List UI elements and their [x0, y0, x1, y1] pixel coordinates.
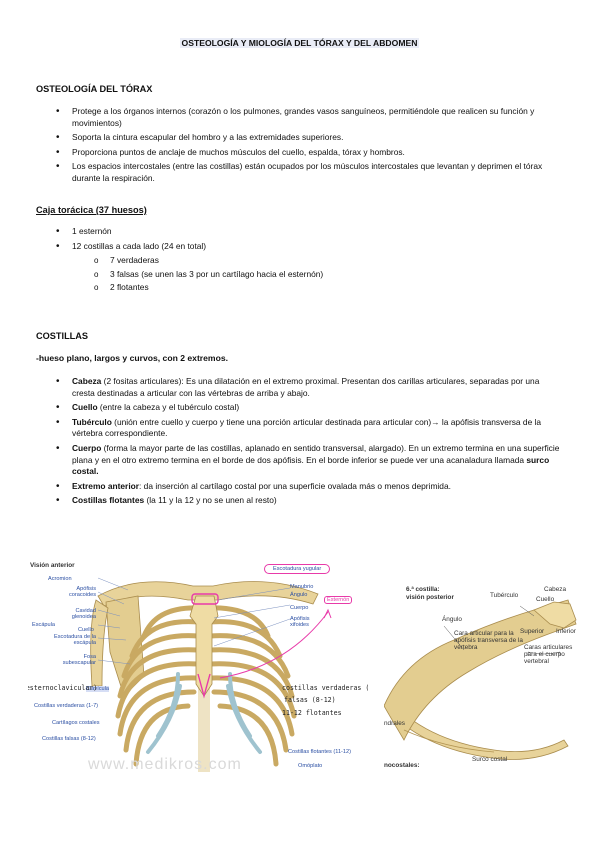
thorax-anterior-figure: Visión anterior Acromion Apófisis coraco… [28, 556, 368, 772]
rib-cage-illustration [90, 577, 332, 772]
list-item: Los espacios intercostales (entre las co… [56, 161, 561, 184]
label-acromion: Acromion [48, 576, 72, 582]
label-esternon: Esternón [324, 596, 353, 604]
label-omoplato: Omóplato [298, 763, 323, 769]
list-item: Cuerpo (forma la mayor parte de las cost… [56, 443, 561, 478]
list-item: Protege a los órganos internos (corazón … [56, 106, 561, 129]
label-cavidad-glenoidea: Cavidad glenoidea [71, 608, 96, 620]
label-surco-costal: Surco costal [472, 756, 508, 763]
label-escapula: Escápula [32, 622, 56, 628]
label-tuberculo: Tubérculo [490, 592, 519, 599]
label-fosa-subescapular: Fosa subescapular [62, 654, 96, 666]
list-item: Tubérculo (unión entre cuello y cuerpo y… [56, 417, 561, 440]
figure2-heading-line1: 6.ª costilla: [406, 586, 440, 593]
label-costillas-verdaderas: Costillas verdaderas (1-7) [34, 703, 99, 709]
sub-list-item: 7 verdaderas [94, 255, 561, 267]
list-item: Proporciona puntos de anclaje de muchos … [56, 147, 561, 159]
list-item: Cuello (entre la cabeza y el tubérculo c… [56, 402, 561, 414]
label-inferior: Inferior [556, 628, 576, 635]
caja-list: 1 esternón 12 costillas a cada lado (24 … [56, 226, 561, 297]
list-item: Soporta la cintura escapular del hombro … [56, 132, 561, 144]
list-item: 1 esternón [56, 226, 561, 238]
label-cartilagos-costales: Cartílagos costales [52, 720, 100, 726]
label-superior: Superior [520, 628, 545, 635]
caja-sublist: 7 verdaderas 3 falsas (se unen las 3 por… [72, 255, 561, 294]
handwritten-note: 11-12 flotantes [282, 709, 342, 717]
label-angulo-costilla: Ángulo [442, 616, 462, 623]
page-title: OSTEOLOGÍA Y MIOLOGÍA DEL TÓRAX Y DEL AB… [179, 38, 420, 48]
watermark: www.medikros.com [88, 756, 242, 772]
handwritten-note: (art. esternoclavicular) [28, 684, 98, 692]
list-item: 12 costillas a cada lado (24 en total) 7… [56, 241, 561, 294]
label-apofisis-coracoides: Apófisis coracoides [68, 586, 96, 598]
sub-list-item: 3 falsas (se unen las 3 por un cartílago… [94, 269, 561, 281]
list-item: Extremo anterior: da inserción al cartíl… [56, 481, 561, 493]
costillas-intro: -hueso plano, largos y curvos, con 2 ext… [36, 353, 228, 363]
cropped-label: nocostales: [384, 762, 420, 769]
label-apofisis-xifoides: Apófisis xifoides [290, 616, 310, 628]
list-item: Costillas flotantes (la 11 y la 12 y no … [56, 495, 561, 507]
cropped-label: ndrales [384, 720, 405, 727]
caja-toracica-heading: Caja torácica (37 huesos) [36, 205, 147, 215]
label-cuello: Cuello [78, 627, 94, 633]
label-escotadura-yugular: Escotadura yugular [264, 564, 331, 574]
label-clavicula: Clavícula [86, 686, 110, 692]
section-heading-osteologia: OSTEOLOGÍA DEL TÓRAX [36, 84, 153, 94]
osteologia-list: Protege a los órganos internos (corazón … [56, 106, 561, 188]
figure-heading: Visión anterior [30, 562, 75, 569]
list-item: Cabeza (2 fositas articulares): Es una d… [56, 376, 561, 399]
rib-illustration [384, 599, 577, 760]
label-angulo: Ángulo [290, 592, 308, 598]
label-cabeza: Cabeza [544, 586, 567, 593]
label-costillas-flotantes: Costillas flotantes (11-12) [288, 749, 352, 755]
label-cara-articular: Cara articular para la apófisis transver… [454, 630, 523, 651]
label-cuello-costilla: Cuello [536, 596, 555, 603]
costillas-heading: COSTILLAS [36, 331, 89, 341]
label-cuerpo: Cuerpo [290, 605, 309, 611]
label-escotadura-escapula: Escotadura de la escápula [54, 634, 96, 646]
label-caras-articulares: Caras articulares para el cuerpo vertebr… [524, 644, 573, 665]
costillas-list: Cabeza (2 fositas articulares): Es una d… [56, 376, 561, 510]
figure2-heading-line2: visión posterior [406, 594, 454, 601]
handwritten-note: falsas (8-12) [284, 696, 336, 704]
rib-posterior-figure: 6.ª costilla: visión posterior Tubérculo… [384, 580, 580, 772]
sub-list-item: 2 flotantes [94, 282, 561, 294]
label-manubrio: Manubrio [290, 584, 314, 590]
label-costillas-falsas: Costillas falsas (8-12) [42, 736, 96, 742]
handwritten-note: costillas verdaderas (1-7) [282, 684, 368, 692]
